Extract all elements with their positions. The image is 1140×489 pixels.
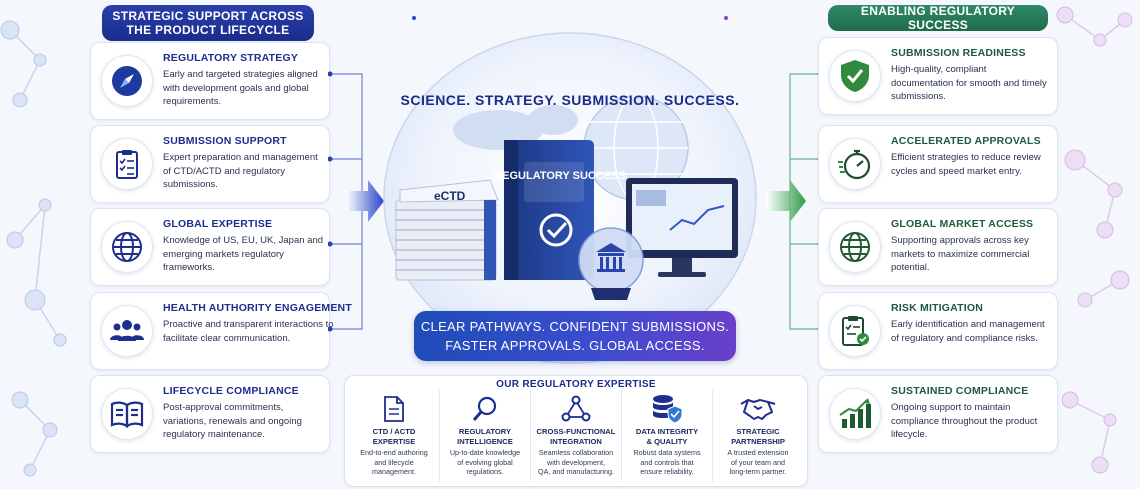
card-title: ACCELERATED APPROVALS <box>891 135 1041 147</box>
expertise-name-line: CTD / ACTD <box>372 427 416 436</box>
expertise-desc-line: regulations. <box>466 467 504 476</box>
database-shield-icon <box>653 395 683 424</box>
card-title: GLOBAL MARKET ACCESS <box>891 218 1034 230</box>
card-description: High-quality, compliant documentation fo… <box>891 64 1047 102</box>
regulatory-success-binder <box>504 140 594 280</box>
expertise-desc-line: and controls that <box>640 457 694 467</box>
expertise-desc-line: Up-to-date knowledge <box>449 448 521 457</box>
stopwatch-icon <box>838 149 871 180</box>
card-title: SUBMISSION READINESS <box>891 47 1026 59</box>
card-description: Post-approval commitments, variations, r… <box>163 402 302 440</box>
expertise-name-line: INTELLIGENCE <box>457 436 513 446</box>
card-global-expertise: GLOBAL EXPERTISE Knowledge of US, EU, UK… <box>90 208 330 286</box>
shield-check-icon <box>841 60 869 92</box>
clipboard-checklist-icon <box>116 150 138 179</box>
card-title: SUBMISSION SUPPORT <box>163 135 287 147</box>
card-sustained-compliance: SUSTAINED COMPLIANCE Ongoing support to … <box>818 375 1058 453</box>
card-global-market-access: GLOBAL MARKET ACCESS Supporting approval… <box>818 208 1058 286</box>
expertise-desc-line: A trusted extension <box>727 448 789 457</box>
center-tagline: SCIENCE. STRATEGY. SUBMISSION. SUCCESS. <box>400 92 740 108</box>
expertise-desc-line: and lifecycle <box>374 457 414 467</box>
card-title: RISK MITIGATION <box>891 302 984 314</box>
decorative-dotted-line <box>412 16 728 20</box>
card-title: REGULATORY STRATEGY <box>163 52 299 64</box>
molecule-decoration-right <box>1056 6 1133 474</box>
expertise-desc-line: of evolving global <box>457 457 513 467</box>
card-description: Efficient strategies to reduce review cy… <box>891 152 1041 177</box>
magnifier-icon <box>472 396 497 421</box>
center-banner: CLEAR PATHWAYS. CONFIDENT SUBMISSIONS. F… <box>414 311 736 361</box>
banner-line-2: FASTER APPROVALS. GLOBAL ACCESS. <box>445 338 705 353</box>
card-description: Proactive and transparent interactions t… <box>163 319 334 344</box>
ectd-label: eCTD <box>434 189 466 203</box>
expertise-name-line: REGULATORY <box>458 427 512 436</box>
expertise-name-line: STRATEGIC <box>736 427 780 436</box>
card-title: LIFECYCLE COMPLIANCE <box>163 385 299 397</box>
expertise-desc-line: with development, <box>547 457 605 467</box>
expertise-name-line: PARTNERSHIP <box>731 436 785 446</box>
expertise-title: OUR REGULATORY EXPERTISE <box>496 379 656 390</box>
people-group-icon <box>110 320 144 341</box>
expertise-name-line: INTEGRATION <box>550 436 602 446</box>
card-title: SUSTAINED COMPLIANCE <box>891 385 1029 397</box>
center-graphic: eCTD REGULATORY SUCCESS <box>383 32 757 364</box>
card-description: Ongoing support to maintain compliance t… <box>891 402 1038 440</box>
banner-line-1: CLEAR PATHWAYS. CONFIDENT SUBMISSIONS. <box>420 319 730 334</box>
monitor-graphic <box>626 178 738 277</box>
expertise-desc-line: Robust data systems <box>633 448 701 457</box>
expertise-desc-line: QA, and manufacturing. <box>538 467 614 476</box>
document-icon <box>384 396 404 422</box>
right-pointing-arrow-green <box>766 180 806 222</box>
expertise-desc-line: management. <box>372 467 416 476</box>
expertise-desc-line: of your team and <box>731 457 785 467</box>
card-title: HEALTH AUTHORITY ENGAGEMENT <box>163 302 352 314</box>
center-illustration: eCTD REGULATORY SUCCESS <box>378 30 762 365</box>
expertise-name-line: EXPERTISE <box>372 436 416 446</box>
binder-label: REGULATORY SUCCESS <box>494 170 626 182</box>
card-health-authority-engagement: HEALTH AUTHORITY ENGAGEMENT Proactive an… <box>90 292 352 370</box>
card-lifecycle-compliance: LIFECYCLE COMPLIANCE Post-approval commi… <box>90 375 330 453</box>
right-pointing-arrow-blue <box>346 180 384 222</box>
card-description: Knowledge of US, EU, UK, Japan and emerg… <box>163 235 324 273</box>
card-risk-mitigation: RISK MITIGATION Early identification and… <box>818 292 1058 370</box>
card-submission-support: SUBMISSION SUPPORT Expert preparation an… <box>90 125 330 203</box>
handshake-icon <box>740 399 776 420</box>
expertise-name-line: & QUALITY <box>646 436 688 446</box>
expertise-name-line: DATA INTEGRITY <box>635 427 699 436</box>
card-accelerated-approvals: ACCELERATED APPROVALS Efficient strategi… <box>818 125 1058 203</box>
molecule-decoration-left <box>0 20 67 477</box>
expertise-item-data-integrity: DATA INTEGRITY& QUALITY Robust data syst… <box>622 390 713 482</box>
right-column-header: ENABLING REGULATORY SUCCESS <box>828 4 1048 32</box>
card-description: Expert preparation and management of CTD… <box>163 152 318 190</box>
globe-icon <box>112 232 142 262</box>
card-description: Early and targeted strategies aligned wi… <box>163 69 318 107</box>
ectd-document-stack <box>395 179 499 281</box>
globe-icon <box>840 232 870 262</box>
card-title: GLOBAL EXPERTISE <box>163 218 273 230</box>
expertise-desc-line: End-to-end authoring <box>360 448 428 457</box>
right-connector-lines <box>789 71 822 332</box>
open-book-icon <box>110 401 144 428</box>
card-regulatory-strategy: REGULATORY STRATEGY Early and targeted s… <box>90 42 330 120</box>
expertise-desc-line: ensure reliability. <box>640 467 694 476</box>
network-icon <box>561 395 591 422</box>
clipboard-badge-icon <box>842 316 869 346</box>
card-description: Supporting approvals across key markets … <box>891 235 1030 273</box>
compass-icon <box>112 66 142 96</box>
card-submission-readiness: SUBMISSION READINESS High-quality, compl… <box>818 37 1058 115</box>
growth-chart-icon <box>839 398 871 428</box>
expertise-desc-line: Seamless collaboration <box>538 448 614 457</box>
expertise-desc-line: long-term partner. <box>729 467 787 476</box>
expertise-name-line: CROSS-FUNCTIONAL <box>536 427 616 436</box>
left-column-header: STRATEGIC SUPPORT ACROSS THE PRODUCT LIF… <box>102 5 314 41</box>
card-description: Early identification and management of r… <box>891 319 1045 344</box>
crystal-globe-building <box>578 227 644 300</box>
